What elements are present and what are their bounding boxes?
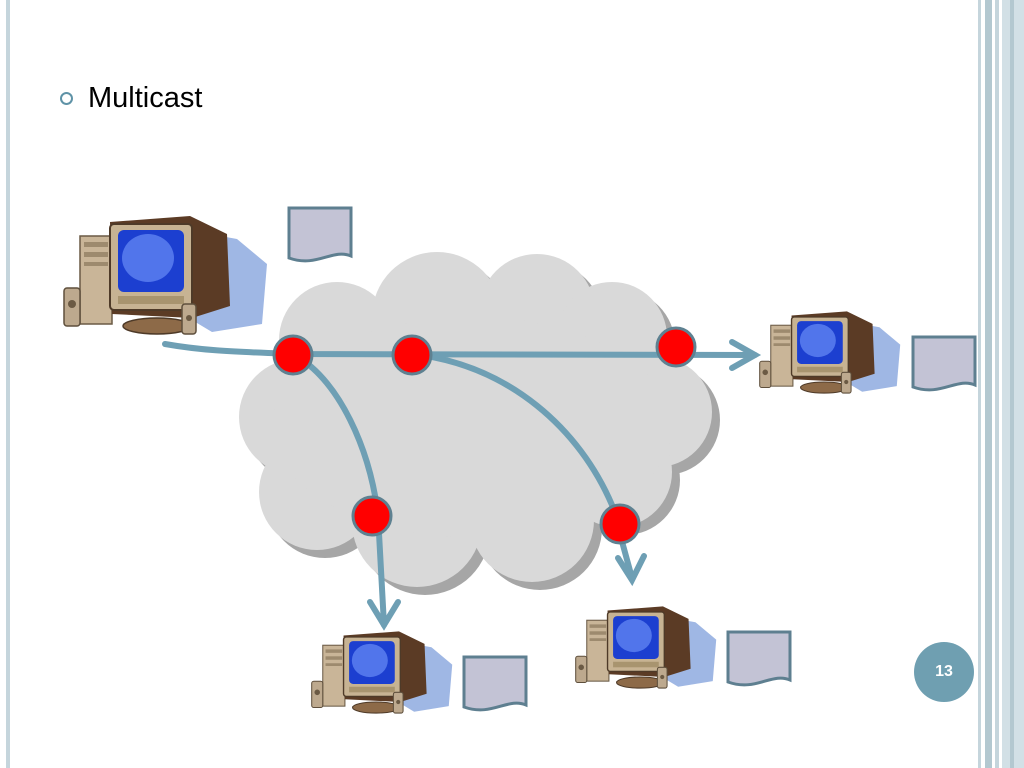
right-frame-stripe: [1010, 0, 1014, 768]
arrow-icon: [409, 351, 635, 581]
bullet-item: Multicast: [60, 82, 202, 115]
bullet-icon: [60, 92, 73, 105]
right-frame-stripe: [995, 0, 999, 768]
slide-bullet-text: Multicast: [88, 82, 203, 114]
document-icon: [462, 655, 528, 712]
router-node-icon: [391, 334, 433, 376]
router-node-icon: [272, 334, 314, 376]
right-frame-stripe: [978, 0, 981, 768]
left-frame-line: [6, 0, 10, 768]
arrow-icon: [615, 553, 647, 587]
arrow-icon: [729, 339, 762, 371]
router-node-icon: [351, 495, 393, 537]
page-number-badge: 13: [914, 642, 974, 702]
document-icon: [287, 206, 353, 263]
receiver-computer-icon: [758, 310, 901, 394]
right-frame-stripe: [985, 0, 992, 768]
document-icon: [726, 630, 792, 687]
arrow-icon: [367, 599, 401, 631]
document-icon: [911, 335, 977, 392]
receiver-computer-icon: [310, 630, 453, 714]
router-nodes: [272, 326, 697, 545]
sender-computer-icon: [63, 215, 268, 335]
router-node-icon: [655, 326, 697, 368]
router-node-icon: [599, 503, 641, 545]
receiver-computer-icon: [574, 605, 717, 689]
cloud-icon: [239, 252, 712, 587]
